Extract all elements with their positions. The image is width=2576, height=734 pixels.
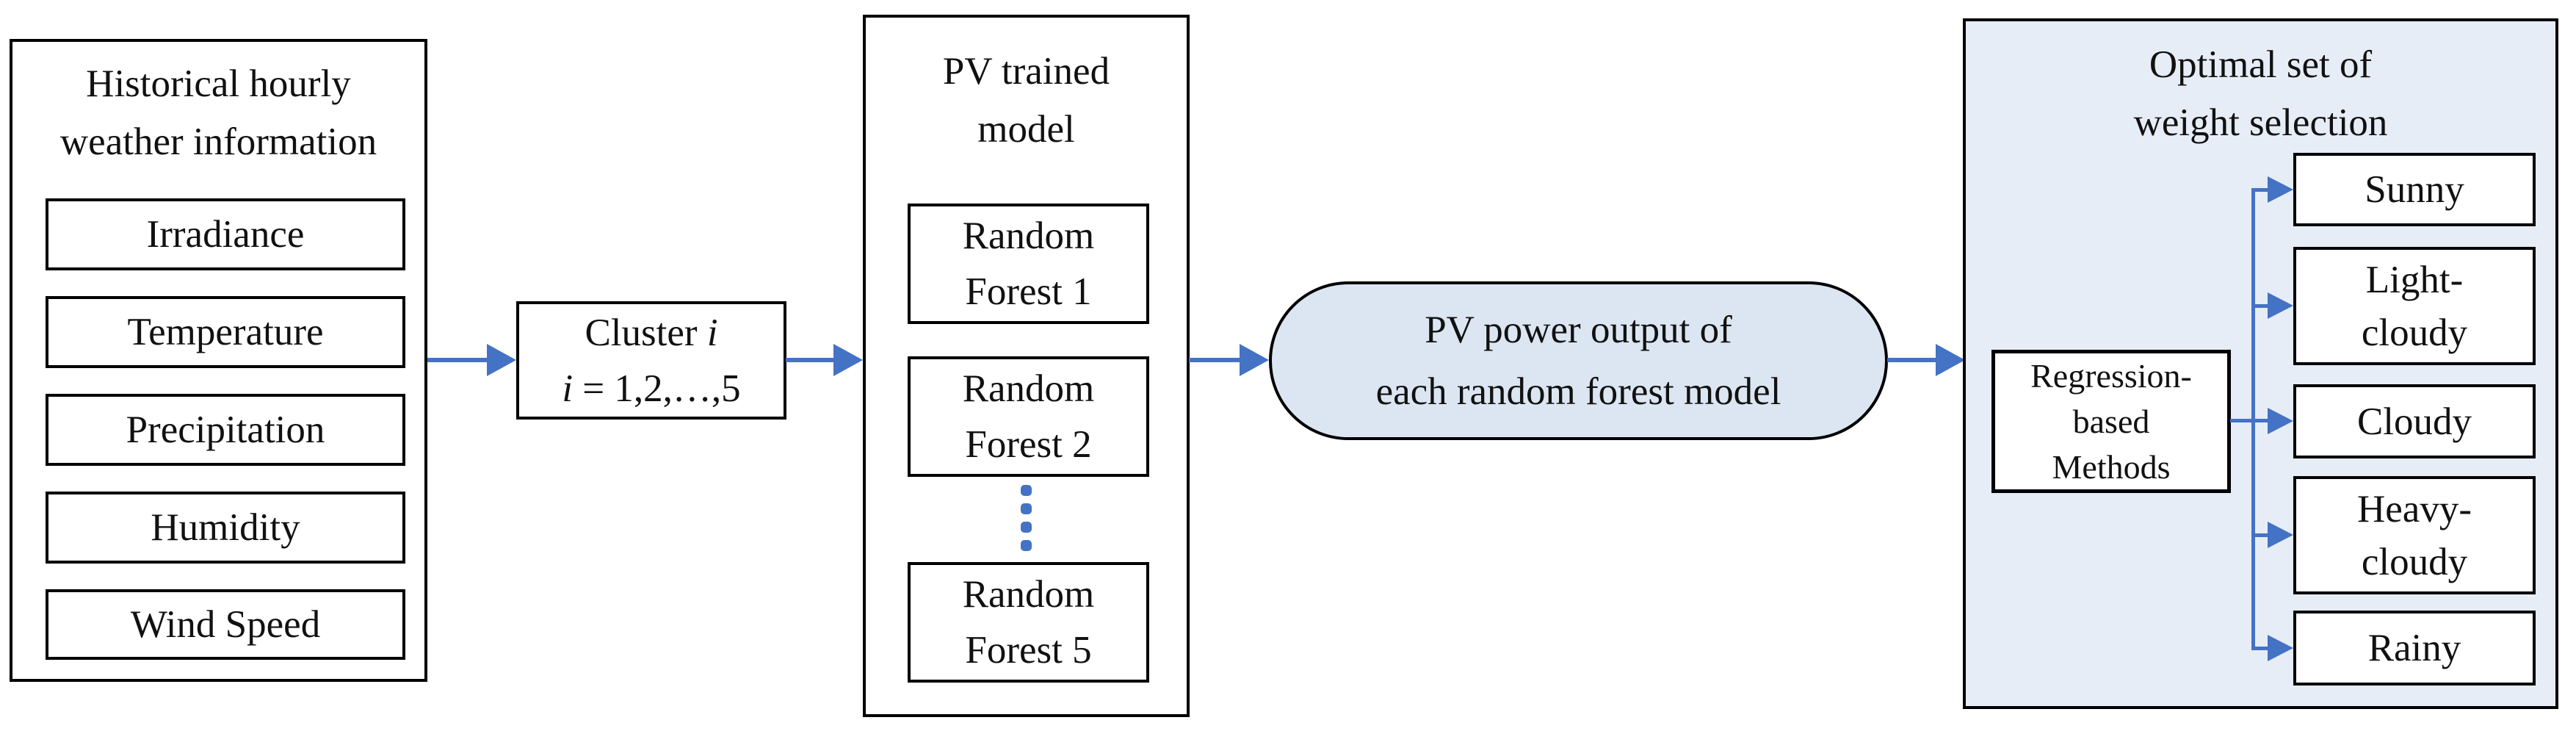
branch-arrow-sunny-icon — [2268, 176, 2293, 203]
branch-connector-regression — [2230, 419, 2271, 422]
pv-model-title: PV trained model — [942, 50, 1110, 151]
branch-arrow-cloudy-icon — [2268, 408, 2293, 434]
branch-vertical-line — [2251, 188, 2255, 650]
flow-arrow-4-icon — [1936, 344, 1965, 376]
cluster-box: Cluster i i = 1,2,…,5 — [516, 301, 786, 420]
flow-arrow-2-shaft — [786, 358, 836, 362]
flow-arrow-1-icon — [487, 344, 516, 376]
weather-panel-title: Historical hourly weather information — [59, 62, 377, 163]
weather-item-humidity: Humidity — [46, 492, 405, 564]
branch-arrow-light-cloudy-icon — [2268, 292, 2293, 319]
regression-methods-box: Regression- based Methods — [1991, 350, 2231, 493]
category-box-light-cloudy: Light- cloudy — [2293, 247, 2536, 365]
random-forest-5-box: Random Forest 5 — [908, 562, 1149, 683]
cluster-line-2: i = 1,2,…,5 — [562, 367, 741, 410]
category-box-heavy-cloudy: Heavy- cloudy — [2293, 476, 2536, 594]
branch-stub-sunny — [2251, 188, 2271, 192]
branch-stub-light-cloudy — [2251, 304, 2271, 308]
category-box-sunny: Sunny — [2293, 153, 2536, 226]
flow-arrow-1-shaft — [427, 358, 490, 362]
optimal-panel-title: Optimal set of weight selection — [2133, 43, 2388, 144]
cluster-line-1: Cluster i — [585, 311, 718, 354]
branch-arrow-heavy-cloudy-icon — [2268, 522, 2293, 548]
branch-stub-heavy-cloudy — [2251, 533, 2271, 537]
weather-item-wind-speed: Wind Speed — [46, 589, 405, 660]
flow-arrow-4-shaft — [1887, 358, 1939, 362]
category-box-cloudy: Cloudy — [2293, 384, 2536, 458]
flow-arrow-3-icon — [1240, 344, 1269, 376]
weather-item-irradiance: Irradiance — [46, 198, 405, 270]
branch-arrow-rainy-icon — [2268, 635, 2293, 661]
pv-output-stadium: PV power output of each random forest mo… — [1269, 281, 1888, 440]
random-forest-2-box: Random Forest 2 — [908, 356, 1149, 477]
branch-stub-rainy — [2251, 647, 2271, 650]
vertical-ellipsis-icon — [1021, 485, 1032, 551]
weather-item-precipitation: Precipitation — [46, 394, 405, 466]
category-box-rainy: Rainy — [2293, 611, 2536, 686]
flow-arrow-2-icon — [833, 344, 863, 376]
weather-item-temperature: Temperature — [46, 296, 405, 368]
random-forest-1-box: Random Forest 1 — [908, 204, 1149, 324]
flow-arrow-3-shaft — [1189, 358, 1242, 362]
